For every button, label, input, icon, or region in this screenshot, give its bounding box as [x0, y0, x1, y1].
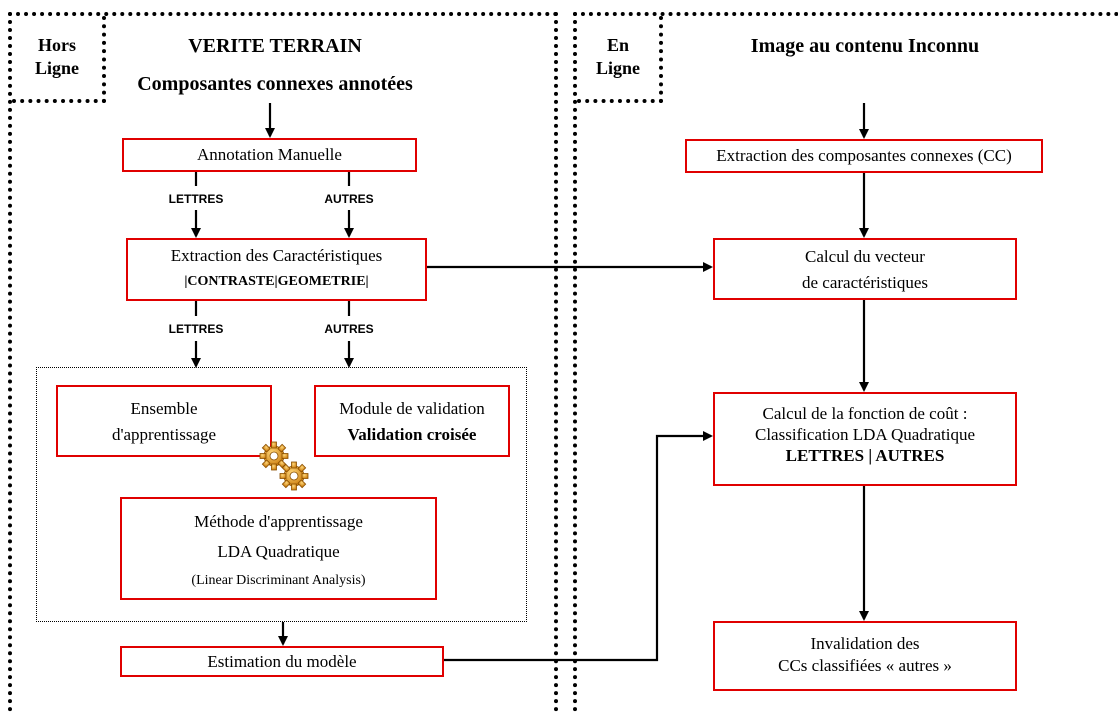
training-set-line2: d'apprentissage — [111, 425, 217, 444]
training-set-box: Ensemble d'apprentissage — [56, 385, 272, 457]
offline-subtitle: Composantes connexes annotées — [137, 73, 413, 95]
model-estimation-box: Estimation du modèle — [120, 646, 444, 677]
training-group — [36, 367, 527, 622]
annotation-box: Annotation Manuelle — [122, 138, 417, 172]
feature-extraction-features: |CONTRASTE|GEOMETRIE| — [184, 274, 369, 289]
label-lettres-2: LETTRES — [168, 322, 224, 336]
online-tag-line2: Ligne — [595, 58, 640, 78]
feature-extraction-box: Extraction des Caractéristiques |CONTRAS… — [126, 238, 427, 301]
online-panel — [573, 12, 1118, 712]
learning-method-box: Méthode d'apprentissage LDA Quadratique … — [120, 497, 437, 600]
cost-function-classes: LETTRES | AUTRES — [785, 446, 945, 465]
cc-extraction-box: Extraction des composantes connexes (CC) — [685, 139, 1043, 173]
offline-panel — [8, 12, 558, 712]
learning-method-title: Méthode d'apprentissage — [194, 512, 363, 531]
cost-function-classification: Classification LDA Quadratique — [754, 425, 975, 444]
invalidation-line2: CCs classifiées « autres » — [778, 656, 952, 675]
label-autres-1: AUTRES — [324, 192, 374, 206]
learning-method-full-name: (Linear Discriminant Analysis) — [191, 573, 366, 588]
offline-tag: Hors Ligne — [12, 16, 106, 103]
invalidation-box: Invalidation des CCs classifiées « autre… — [713, 621, 1017, 691]
label-autres-2: AUTRES — [324, 322, 374, 336]
offline-tag-line2: Ligne — [34, 58, 79, 78]
online-tag: En Ligne — [577, 16, 663, 103]
online-title: Image au contenu Inconnu — [750, 35, 980, 57]
feature-vector-line2: de caractéristiques — [801, 273, 928, 292]
cost-function-box: Calcul de la fonction de coût : Classifi… — [713, 392, 1017, 486]
feature-vector-line1: Calcul du vecteur — [805, 247, 925, 266]
feature-vector-box: Calcul du vecteur de caractéristiques — [713, 238, 1017, 300]
offline-tag-line1: Hors — [38, 35, 76, 55]
invalidation-line1: Invalidation des — [810, 634, 920, 653]
validation-cross: Validation croisée — [347, 425, 477, 444]
online-tag-line1: En — [606, 35, 630, 55]
learning-method-lda: LDA Quadratique — [217, 542, 340, 561]
gears-icon — [259, 441, 309, 491]
feature-extraction-title: Extraction des Caractéristiques — [170, 246, 383, 265]
offline-title: VERITE TERRAIN — [188, 35, 362, 57]
training-set-line1: Ensemble — [130, 399, 198, 418]
label-lettres-1: LETTRES — [168, 192, 224, 206]
cost-function-title: Calcul de la fonction de coût : — [762, 404, 968, 423]
validation-module-box: Module de validation Validation croisée — [314, 385, 510, 457]
validation-module-title: Module de validation — [339, 399, 485, 418]
